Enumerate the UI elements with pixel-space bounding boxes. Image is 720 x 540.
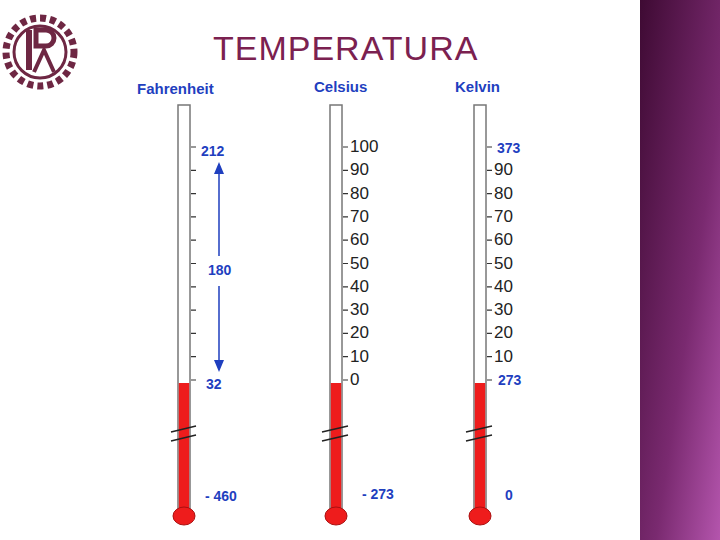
tick-value: 50	[350, 255, 369, 273]
scale-value: 180	[206, 261, 233, 279]
tick-value: 90	[350, 161, 369, 179]
tick-value: 20	[350, 324, 369, 342]
tick-value: 70	[494, 208, 513, 226]
scale-value: 0	[505, 486, 513, 504]
side-band	[640, 0, 720, 540]
tick-value: 50	[494, 255, 513, 273]
tick-value: 20	[494, 324, 513, 342]
slide-title: TEMPERATURA	[213, 28, 478, 68]
tick-value: 10	[350, 348, 369, 366]
scale-name: Fahrenheit	[137, 80, 214, 98]
logo	[6, 18, 74, 86]
tick-value: 80	[494, 185, 513, 203]
kelvin-thermometer	[466, 105, 492, 525]
scale-value: - 460	[205, 487, 237, 505]
scale-name: Celsius	[314, 78, 367, 96]
tick-value: 100	[350, 138, 378, 156]
scale-value: 373	[497, 139, 520, 157]
tick-value: 30	[350, 301, 369, 319]
celsius-thermometer	[322, 105, 348, 525]
tick-value: 10	[494, 348, 513, 366]
scale-name: Kelvin	[455, 78, 500, 96]
tick-value: 40	[350, 278, 369, 296]
tick-value: 70	[350, 208, 369, 226]
tick-value: 60	[350, 231, 369, 249]
tick-value: 30	[494, 301, 513, 319]
tick-value: 90	[494, 161, 513, 179]
tick-value: 40	[494, 278, 513, 296]
fahrenheit-thermometer	[171, 105, 224, 525]
tick-value: 0	[350, 371, 359, 389]
tick-value: 80	[350, 185, 369, 203]
scale-value: 32	[206, 375, 222, 393]
tick-value: 60	[494, 231, 513, 249]
scale-value: - 273	[362, 485, 394, 503]
scale-value: 273	[498, 371, 521, 389]
scale-value: 212	[201, 142, 224, 160]
